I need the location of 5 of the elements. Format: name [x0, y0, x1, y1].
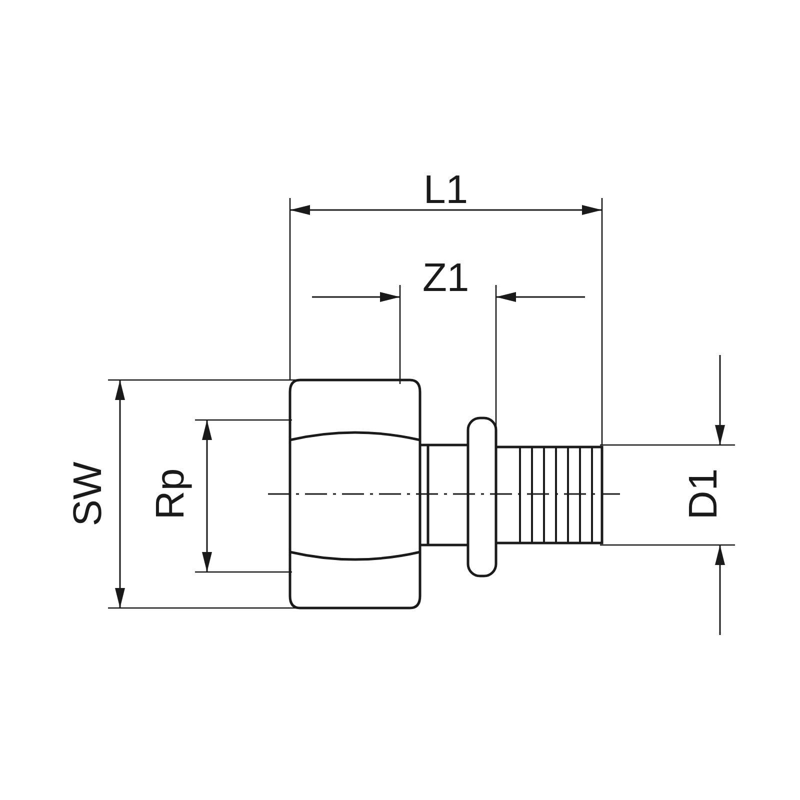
dimension-label: SW [68, 462, 108, 526]
dimension-label: Z1 [422, 258, 470, 298]
dimension-label: Rp [150, 468, 190, 520]
dimension-label: D1 [683, 468, 724, 520]
dimension-label: L1 [424, 170, 468, 210]
